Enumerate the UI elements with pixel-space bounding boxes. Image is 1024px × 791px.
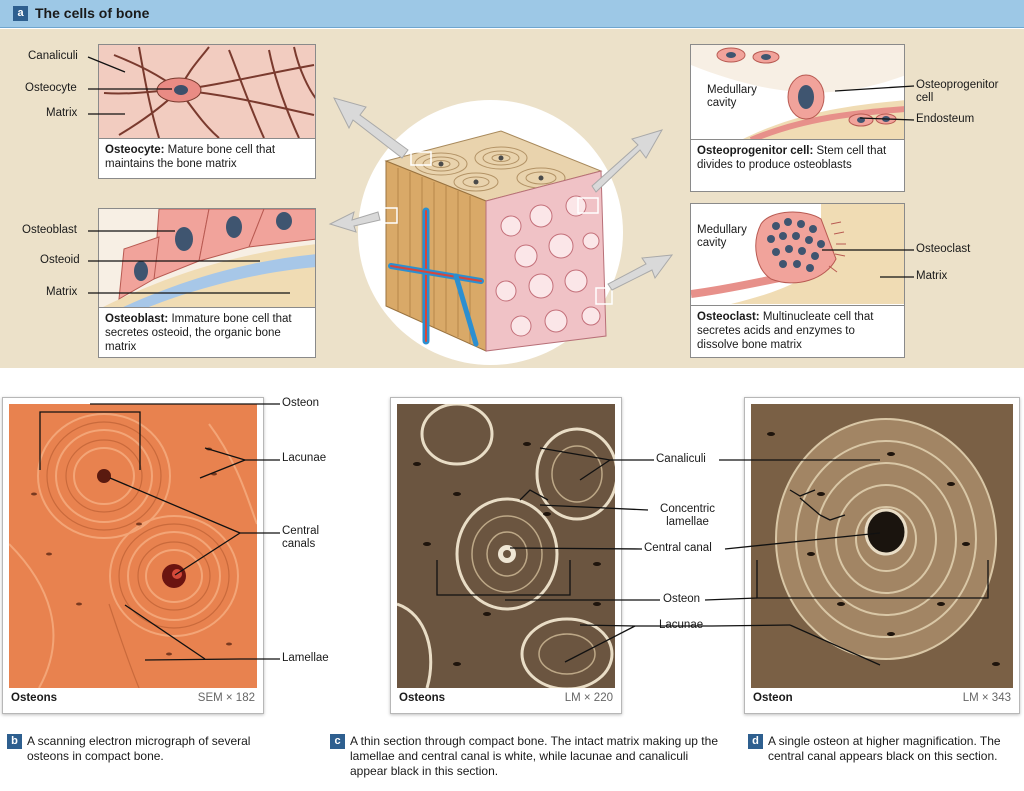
osteoprogenitor-caption-term: Osteoprogenitor cell:	[697, 145, 814, 157]
label-osteoblast: Osteoblast	[22, 224, 77, 236]
label-concentric-lamellae: Concentric lamellae	[660, 503, 715, 528]
panel-letter-d: d	[748, 734, 763, 749]
caption-c: c A thin section through compact bone. T…	[330, 734, 720, 784]
label-central-canals: Central canals	[282, 525, 320, 550]
osteoblast-illustration	[99, 209, 315, 309]
label-osteon-b: Osteon	[282, 397, 320, 409]
label-canaliculi-a: Canaliculi	[28, 50, 78, 62]
caption-c-text: A thin section through compact bone. The…	[350, 734, 718, 778]
label-endosteum: Endosteum	[916, 113, 975, 125]
osteoclast-caption-text: Multinucleate cell that secretes acids a…	[697, 311, 874, 351]
caption-d-text: A single osteon at higher magnification.…	[768, 734, 1001, 763]
osteoprogenitor-inset: Osteoprogenitor cell: Stem cell that div…	[690, 44, 905, 192]
caption-b: b A scanning electron micrograph of seve…	[7, 734, 267, 782]
panel-letter-b: b	[7, 734, 22, 749]
caption-b-text: A scanning electron micrograph of severa…	[27, 734, 251, 763]
micrograph-c-footer: Osteons LM × 220	[397, 689, 613, 709]
label-osteoid: Osteoid	[40, 254, 80, 266]
osteoblast-caption-term: Osteoblast:	[105, 313, 169, 325]
micrograph-b-footer: Osteons SEM × 182	[9, 689, 255, 709]
label-matrix-osteoblast: Matrix	[46, 286, 78, 298]
micrograph-d-footer: Osteon LM × 343	[751, 689, 1011, 709]
micrograph-d-magnification: LM × 343	[962, 692, 1011, 704]
micrograph-b-magnification: SEM × 182	[197, 692, 255, 704]
osteoclast-inset: Osteoclast: Multinucleate cell that secr…	[690, 203, 905, 358]
label-central-canal: Central canal	[644, 542, 712, 554]
micrograph-b: Osteons SEM × 182	[2, 397, 264, 714]
label-osteoprogenitor-cell: Osteoprogenitor cell	[916, 79, 999, 104]
micrograph-c: Osteons LM × 220	[390, 397, 622, 714]
micrograph-c-magnification: LM × 220	[564, 692, 613, 704]
osteoprogenitor-caption: Osteoprogenitor cell: Stem cell that div…	[691, 139, 904, 191]
label-lamellae: Lamellae	[282, 652, 329, 664]
osteoclast-caption-term: Osteoclast:	[697, 311, 760, 323]
panel-letter-a: a	[13, 6, 28, 21]
label-matrix-osteoclast: Matrix	[916, 270, 948, 282]
osteoprogenitor-caption-text: Stem cell that divides to produce osteob…	[697, 145, 887, 171]
label-osteocyte: Osteocyte	[25, 82, 77, 94]
sem-osteons-photo	[9, 404, 257, 688]
osteocyte-caption-text: Mature bone cell that maintains the bone…	[105, 144, 276, 170]
caption-d: d A single osteon at higher magnificatio…	[748, 734, 1022, 784]
panel-letter-c: c	[330, 734, 345, 749]
micrograph-d: Osteon LM × 343	[744, 397, 1020, 714]
label-medullary-cavity-top: Medullary cavity	[707, 84, 757, 109]
label-osteon-c: Osteon	[663, 593, 701, 605]
lm-osteons-photo	[397, 404, 615, 688]
label-lacunae-c: Lacunae	[659, 619, 704, 631]
label-osteoclast: Osteoclast	[916, 243, 971, 255]
figure-title: The cells of bone	[35, 5, 150, 21]
osteocyte-inset: Osteocyte: Mature bone cell that maintai…	[98, 44, 316, 179]
micrograph-c-name: Osteons	[399, 692, 446, 704]
osteocyte-illustration	[99, 45, 315, 140]
osteoclast-illustration	[691, 204, 904, 304]
osteoclast-caption: Osteoclast: Multinucleate cell that secr…	[691, 305, 904, 357]
label-canaliculi-c: Canaliculi	[656, 453, 706, 465]
micrograph-d-name: Osteon	[753, 692, 793, 704]
micrograph-b-name: Osteons	[11, 692, 58, 704]
label-medullary-cavity-bottom: Medullary cavity	[697, 224, 747, 249]
osteocyte-caption-term: Osteocyte:	[105, 144, 165, 156]
label-matrix-osteocyte: Matrix	[46, 107, 78, 119]
osteoblast-caption: Osteoblast: Immature bone cell that secr…	[99, 307, 315, 357]
label-lacunae-b: Lacunae	[282, 452, 327, 464]
compact-bone-illustration	[376, 130, 613, 352]
osteoblast-inset: Osteoblast: Immature bone cell that secr…	[98, 208, 316, 358]
osteoblast-caption-text: Immature bone cell that secretes osteoid…	[105, 313, 292, 353]
osteocyte-caption: Osteocyte: Mature bone cell that maintai…	[99, 138, 315, 178]
lm-single-osteon-photo	[751, 404, 1013, 688]
figure-header: a The cells of bone	[0, 0, 1024, 28]
